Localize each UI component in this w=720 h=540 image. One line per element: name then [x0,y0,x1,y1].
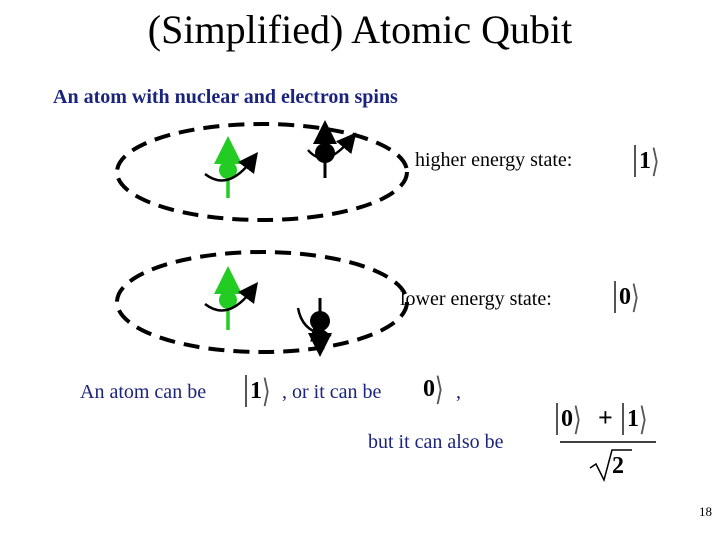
superposition-ket-b: 1⟩ [622,402,649,436]
page-title: (Simplified) Atomic Qubit [147,7,573,52]
orbit-top [115,122,409,222]
superposition-plus: + [598,403,613,432]
but-also-text: but it can also be [368,431,504,453]
fraction-lines [560,441,656,483]
ket-zero: 0⟩ [418,372,445,406]
electron-bottom [296,298,332,357]
nucleus-bottom [204,266,259,330]
comma-text: , [456,381,461,403]
superposition-ket-a: 0⟩ [556,402,583,436]
superposition-fraction: 0⟩ + 1⟩ 2 [552,402,662,484]
ket-one: 1⟩ [245,374,272,408]
higher-energy-label: higher energy state: [415,149,573,171]
page-number: 18 [699,504,712,519]
or-it-can-be-text: , or it can be [282,381,382,403]
orbit-bottom [115,250,409,354]
electron-top [307,120,357,178]
lower-energy-ket: 0⟩ [614,280,641,314]
atom-can-be-text: An atom can be [80,381,207,403]
nucleus-top [204,136,259,198]
subtitle: An atom with nuclear and electron spins [53,86,398,108]
sqrt-two: 2 [612,453,624,479]
lower-energy-label: lower energy state: [400,288,552,310]
higher-energy-ket: 1⟩ [634,144,661,178]
